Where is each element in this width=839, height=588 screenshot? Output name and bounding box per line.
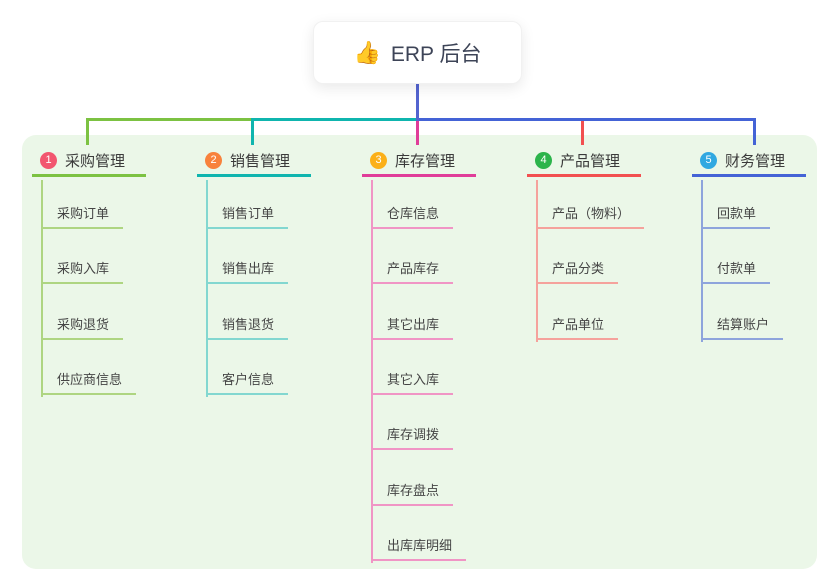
- branch-node-4[interactable]: 4 产品管理: [527, 147, 641, 177]
- connector-drop-branch-2: [251, 118, 254, 145]
- branch-node-5[interactable]: 5 财务管理: [692, 147, 806, 177]
- connector-trunk-right: [419, 118, 756, 121]
- branch-number-badge: 5: [700, 152, 717, 169]
- branch-children-connector: [206, 180, 208, 397]
- branch-number-badge: 3: [370, 152, 387, 169]
- branch-children-connector: [536, 180, 538, 342]
- child-node[interactable]: 库存调拨: [371, 422, 454, 450]
- branch-node-1[interactable]: 1 采购管理: [32, 147, 146, 177]
- branch-node-3[interactable]: 3 库存管理: [362, 147, 476, 177]
- branch-number-badge: 1: [40, 152, 57, 169]
- child-node[interactable]: 结算账户: [701, 312, 784, 340]
- branch-number-badge: 4: [535, 152, 552, 169]
- child-node[interactable]: 产品库存: [371, 256, 454, 284]
- connector-drop-branch-1: [86, 118, 89, 145]
- child-node[interactable]: 采购入库: [41, 256, 124, 284]
- branch-title: 库存管理: [395, 153, 456, 170]
- connector-drop-branch-4: [581, 118, 584, 145]
- child-node[interactable]: 供应商信息: [41, 367, 137, 395]
- connector-trunk-left: [86, 118, 253, 121]
- branch-title: 财务管理: [725, 153, 786, 170]
- child-node[interactable]: 产品（物料）: [536, 201, 645, 229]
- thumbs-up-icon: 👍: [353, 39, 381, 65]
- child-node[interactable]: 其它入库: [371, 367, 454, 395]
- child-node[interactable]: 产品单位: [536, 312, 619, 340]
- root-title: ERP 后台: [390, 42, 482, 66]
- root-node[interactable]: 👍 ERP 后台: [313, 21, 522, 84]
- child-node[interactable]: 采购订单: [41, 201, 124, 229]
- branch-children-connector: [701, 180, 703, 342]
- child-node[interactable]: 销售出库: [206, 256, 289, 284]
- child-node[interactable]: 付款单: [701, 256, 771, 284]
- group-background: [22, 135, 817, 569]
- branch-children-connector: [41, 180, 43, 397]
- child-node[interactable]: 库存盘点: [371, 478, 454, 506]
- connector-drop-branch-5: [753, 118, 756, 145]
- branch-children-connector: [371, 180, 373, 563]
- child-node[interactable]: 回款单: [701, 201, 771, 229]
- branch-title: 产品管理: [560, 153, 621, 170]
- child-node[interactable]: 客户信息: [206, 367, 289, 395]
- connector-trunk-midleft: [251, 118, 416, 121]
- connector-drop-branch-3: [416, 118, 419, 145]
- branch-title: 销售管理: [230, 153, 291, 170]
- child-node[interactable]: 产品分类: [536, 256, 619, 284]
- branch-title: 采购管理: [65, 153, 126, 170]
- branch-node-2[interactable]: 2 销售管理: [197, 147, 311, 177]
- child-node[interactable]: 销售订单: [206, 201, 289, 229]
- child-node[interactable]: 销售退货: [206, 312, 289, 340]
- root-connector-line: [416, 84, 419, 121]
- branch-number-badge: 2: [205, 152, 222, 169]
- child-node[interactable]: 其它出库: [371, 312, 454, 340]
- child-node[interactable]: 仓库信息: [371, 201, 454, 229]
- child-node[interactable]: 出库库明细: [371, 533, 467, 561]
- child-node[interactable]: 采购退货: [41, 312, 124, 340]
